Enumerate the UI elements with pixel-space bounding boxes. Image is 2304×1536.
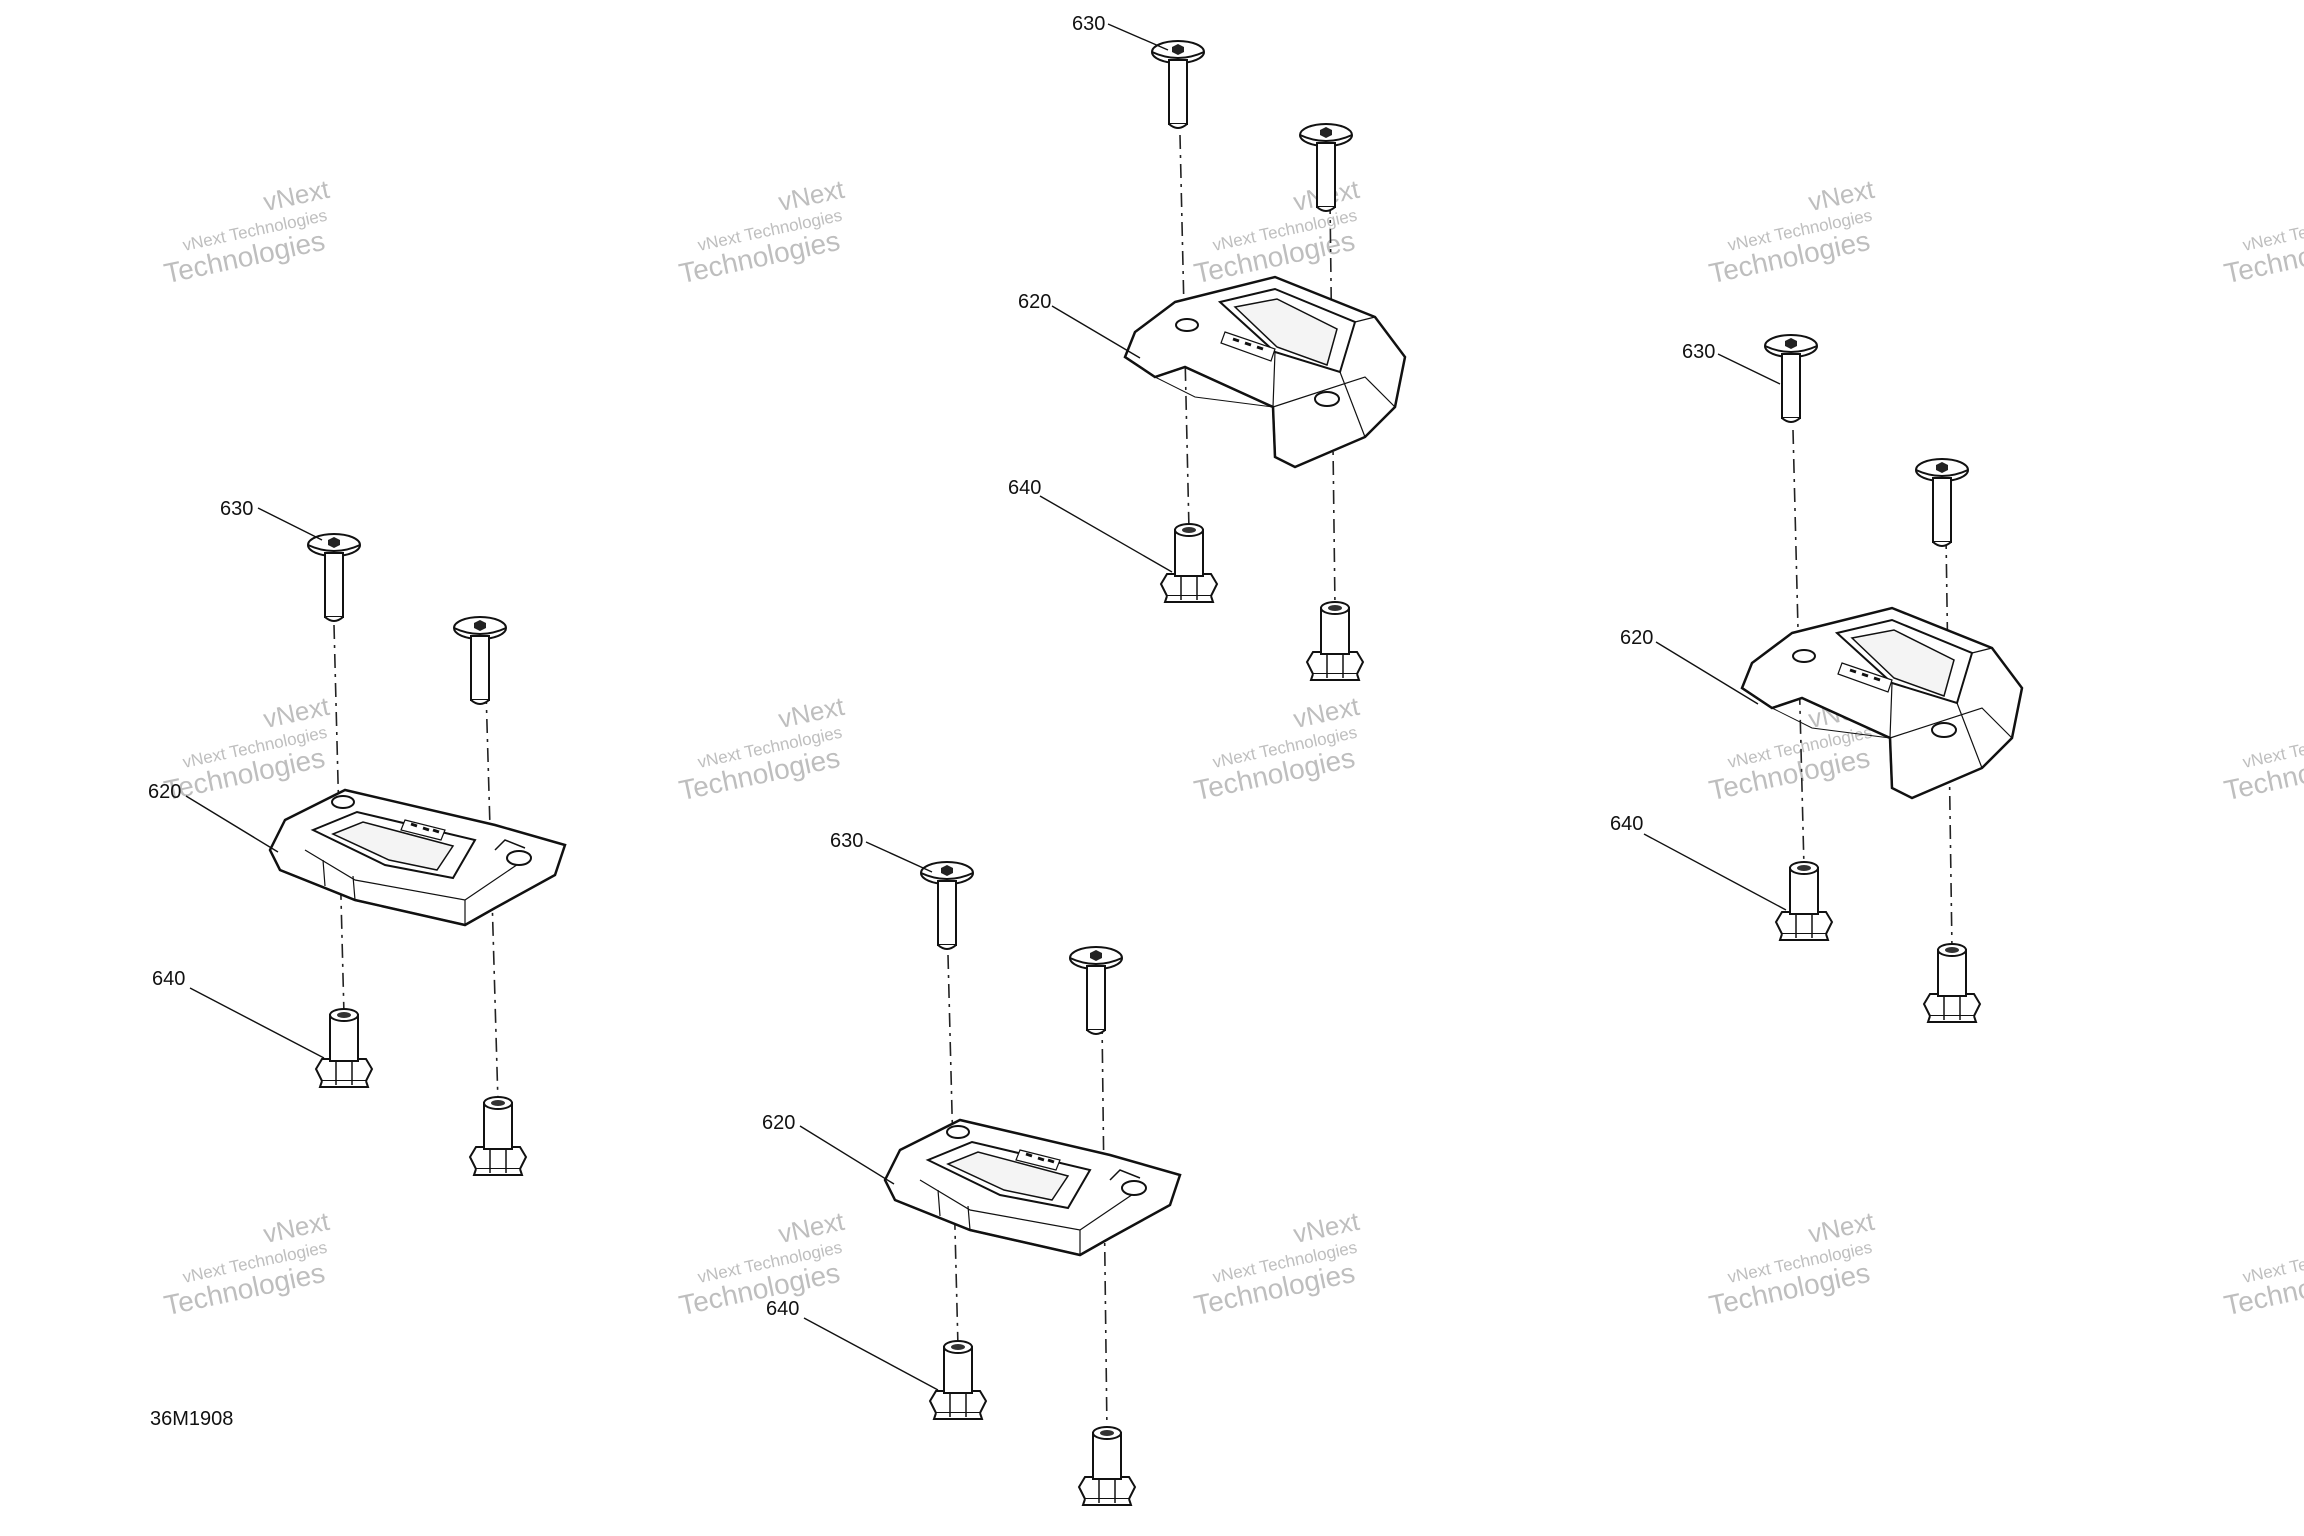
leader-line-620 (799, 1125, 895, 1185)
leader-line-620 (185, 795, 279, 853)
nut-640 (1160, 523, 1218, 603)
leader-line-620 (1655, 641, 1759, 705)
callout-630: 630 (1682, 341, 1715, 363)
callout-620: 620 (1018, 291, 1051, 313)
nut-640 (1775, 861, 1833, 941)
assembly-bottom-center: 630 620 640 (762, 830, 1182, 1506)
screw-630 (1764, 334, 1818, 423)
screw-630 (307, 533, 361, 622)
screw-630 (1915, 458, 1969, 547)
holder-620 (268, 788, 567, 927)
callout-640: 640 (152, 968, 185, 990)
assembly-right: 630 620 640 (1610, 334, 2024, 1023)
leader-line-640 (1643, 833, 1787, 911)
leader-line-640 (1039, 495, 1173, 573)
leader-line-640 (803, 1317, 939, 1391)
leader-line-640 (189, 987, 325, 1059)
callout-620: 620 (148, 781, 181, 803)
screw-630 (920, 861, 974, 950)
leader-line-630 (1717, 353, 1781, 385)
assembly-left: 630 620 640 (148, 498, 567, 1176)
holder-620 (883, 1118, 1182, 1257)
leader-line-620 (1051, 305, 1141, 359)
screw-630 (453, 616, 507, 705)
callout-630: 630 (220, 498, 253, 520)
holder-620 (1123, 275, 1407, 469)
callout-640: 640 (1008, 477, 1041, 499)
callout-620: 620 (1620, 627, 1653, 649)
nut-640 (1306, 601, 1364, 681)
callout-630: 630 (1072, 13, 1105, 35)
nut-640 (315, 1008, 373, 1088)
screw-630 (1151, 40, 1205, 129)
callout-620: 620 (762, 1112, 795, 1134)
callout-630: 630 (830, 830, 863, 852)
nut-640 (469, 1096, 527, 1176)
assembly-top-center: 630 620 640 (1008, 13, 1407, 681)
assemblies: 630 620 640 630 620 640 630 620 640 630 620 640 (148, 13, 2024, 1506)
leader-line-630 (257, 507, 323, 541)
nut-640 (929, 1340, 987, 1420)
leader-line-630 (865, 841, 933, 873)
callout-640: 640 (766, 1298, 799, 1320)
callout-640: 640 (1610, 813, 1643, 835)
leader-line-630 (1107, 23, 1169, 51)
alignment-line (1179, 134, 1190, 531)
nut-640 (1078, 1426, 1136, 1506)
screw-630 (1069, 946, 1123, 1035)
nut-640 (1923, 943, 1981, 1023)
drawing-number: 36M1908 (150, 1408, 233, 1430)
